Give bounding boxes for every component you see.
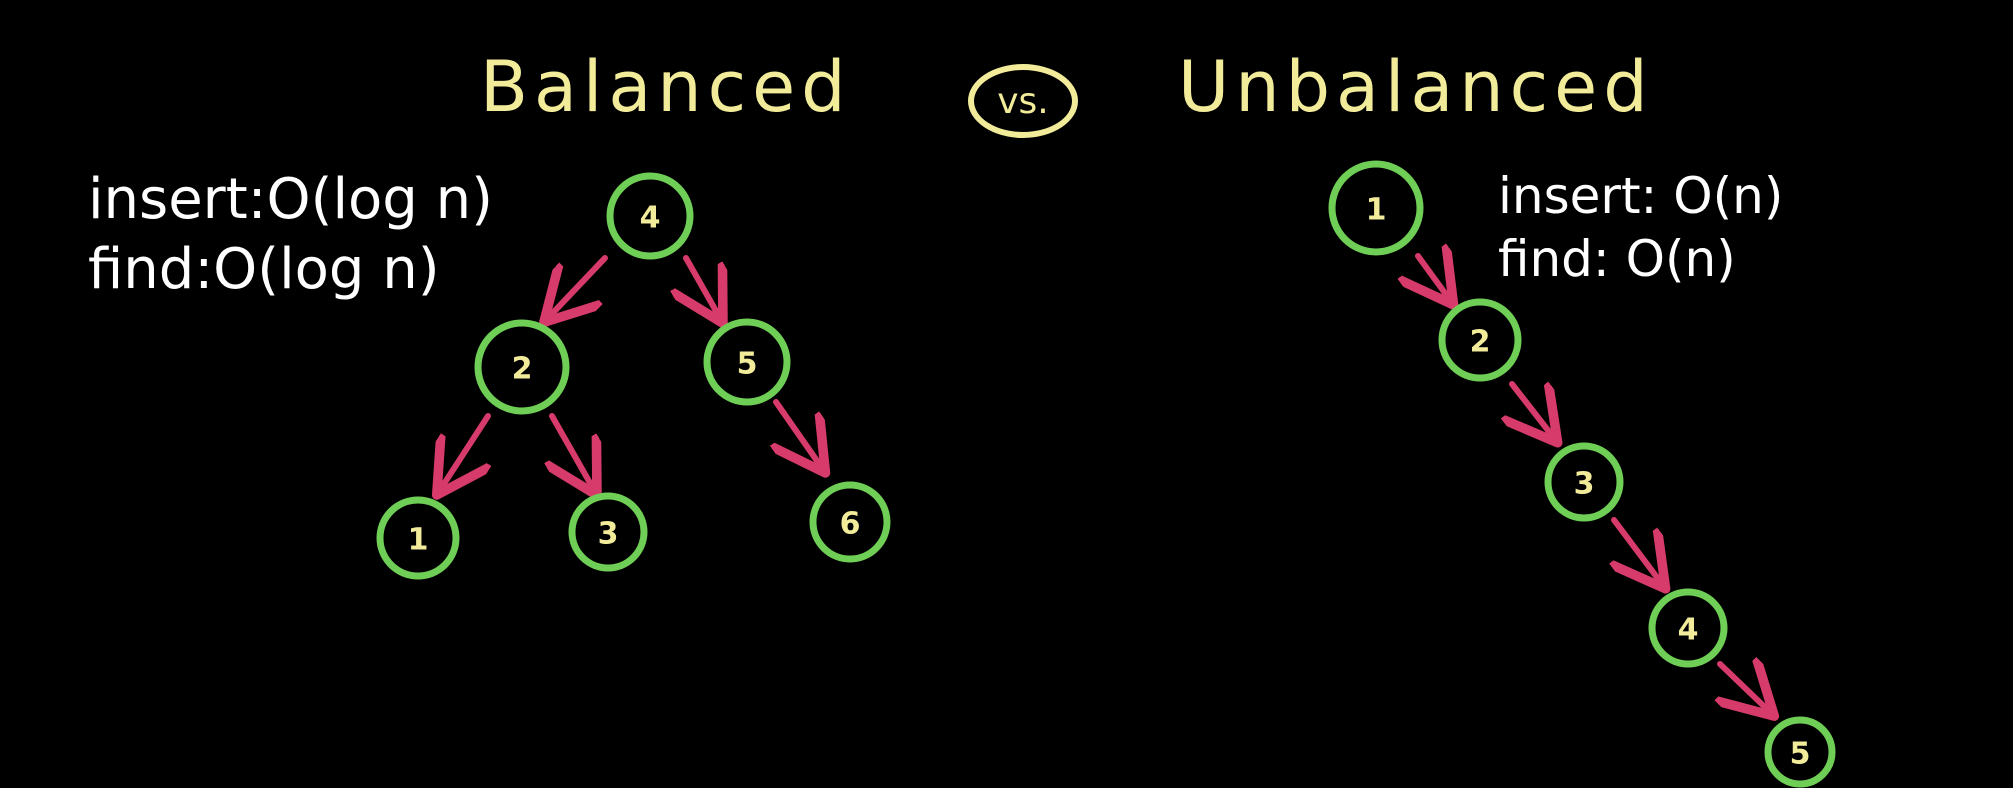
unbalanced-complexity: insert: O(n) find: O(n) (1498, 165, 1783, 290)
balanced-tree: 4 2 5 1 3 6 (376, 172, 891, 580)
edge-4-5 (1720, 664, 1770, 712)
balanced-node: 1 (376, 496, 460, 580)
edge-5-6 (776, 399, 822, 468)
node-label: 3 (1574, 467, 1595, 502)
edge-2-3 (552, 413, 594, 490)
node-label: 5 (737, 347, 758, 382)
node-label: 3 (598, 517, 619, 552)
node-label: 4 (640, 201, 661, 236)
balanced-complexity: insert:O(log n) find:O(log n) (88, 165, 493, 305)
balanced-insert-complexity: insert:O(log n) (88, 167, 493, 232)
unbalanced-tree: 1 2 3 4 5 (1328, 160, 1836, 788)
unbalanced-node: 2 (1438, 298, 1522, 382)
node-label: 2 (1470, 325, 1491, 360)
node-label: 6 (840, 507, 861, 542)
balanced-node: 6 (809, 481, 891, 563)
vs-label: vs. (997, 80, 1049, 122)
balanced-edges (440, 255, 822, 490)
edge-3-4 (1614, 517, 1662, 584)
balanced-node: 4 (606, 172, 694, 260)
unbalanced-find-complexity: find: O(n) (1498, 229, 1736, 288)
edge-4-2 (548, 255, 608, 318)
node-label: 4 (1678, 613, 1699, 648)
unbalanced-node: 4 (1648, 588, 1728, 668)
balanced-node: 3 (568, 492, 648, 572)
edge-2-1 (440, 413, 488, 490)
unbalanced-node: 1 (1328, 160, 1424, 256)
unbalanced-node: 3 (1544, 442, 1624, 522)
node-label: 1 (1366, 193, 1387, 228)
unbalanced-title: Unbalanced (1178, 46, 1654, 128)
unbalanced-edges (1418, 256, 1770, 712)
edge-2-3 (1512, 381, 1554, 438)
balanced-node: 2 (474, 319, 570, 415)
unbalanced-insert-complexity: insert: O(n) (1498, 167, 1784, 225)
vs-badge: vs. (968, 64, 1078, 138)
node-label: 5 (1790, 737, 1811, 772)
edge-1-2 (1418, 256, 1450, 300)
balanced-find-complexity: find:O(log n) (88, 237, 440, 302)
node-label: 1 (408, 523, 429, 558)
node-label: 2 (512, 352, 533, 387)
balanced-node: 5 (703, 318, 791, 406)
unbalanced-node: 5 (1764, 716, 1836, 788)
balanced-title: Balanced (480, 46, 852, 128)
edge-4-5 (686, 255, 720, 318)
